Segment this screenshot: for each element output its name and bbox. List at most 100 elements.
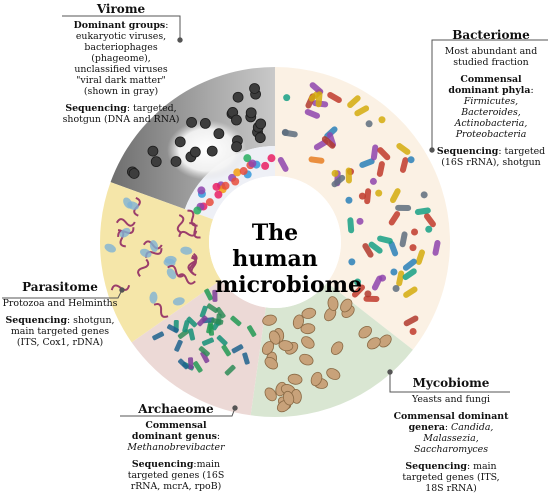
- bacterium-rod-icon: [389, 188, 401, 204]
- virus-icon: [150, 156, 162, 168]
- mycobiome-genera-sep: :: [444, 422, 452, 433]
- virus-icon: [128, 168, 140, 179]
- bacterium-rod-icon: [351, 284, 366, 298]
- archaeome-sequencing: Sequencing:main targeted genes (16S rRNA…: [120, 459, 232, 492]
- mycobiome-sequencing: Sequencing: main targeted genes (ITS, 18…: [392, 461, 510, 494]
- bacterium-coccus-icon: [379, 274, 387, 282]
- bacteriome-label-box: Bacteriome Most abundant and studied fra…: [434, 28, 548, 174]
- helminth-icon: [115, 218, 136, 227]
- bacterium-coccus-icon: [409, 244, 417, 252]
- bacteriome-callout-line: [431, 39, 548, 150]
- bacterium-rod-icon: [402, 268, 417, 281]
- yeast-cell-icon: [299, 353, 314, 366]
- archaeome-sequencing-label: Sequencing: [131, 459, 194, 470]
- archaeome-genus-label: Commensal dominant genus: [131, 420, 217, 442]
- helminth-icon: [187, 209, 198, 227]
- bacterium-rod-icon: [402, 258, 417, 271]
- center-hole: [209, 176, 341, 308]
- archaeon-icon: [188, 357, 194, 370]
- helminth-icon: [137, 258, 150, 278]
- yeast-cell-icon: [287, 373, 303, 385]
- parasitome-sequencing-label: Sequencing: [5, 315, 68, 326]
- virus-icon: [193, 206, 202, 215]
- helminth-icon: [176, 214, 185, 234]
- bacterium-rod-icon: [362, 243, 374, 258]
- virus-icon: [170, 156, 182, 167]
- bacterium-rod-icon: [315, 91, 323, 108]
- archaeon-icon: [186, 316, 198, 328]
- mycobiome-label-box: Mycobiome Yeasts and fungi Commensal dom…: [392, 376, 510, 500]
- bacterium-rod-icon: [277, 157, 289, 172]
- virus-icon: [189, 146, 201, 158]
- virus-icon: [245, 107, 257, 119]
- yeast-cell-icon: [327, 296, 339, 311]
- bacterium-rod-icon: [414, 207, 431, 216]
- mycobiome-sequencing-label: Sequencing: [405, 461, 467, 472]
- callout-lines: [2, 15, 548, 417]
- protozoan-icon: [104, 243, 116, 253]
- parasitome-sequencing: Sequencing: shotgun, main targeted genes…: [2, 315, 118, 348]
- virus-icon: [199, 117, 211, 129]
- protozoan-icon: [149, 240, 159, 252]
- yeast-cell-icon: [358, 325, 372, 339]
- archaeome-genus: Commensal dominant genus: Methanobreviba…: [120, 420, 232, 453]
- yeast-cell-icon: [264, 356, 279, 370]
- microbiome-diagram: [2, 15, 548, 417]
- bacteriome-sequencing-label: Sequencing: [436, 146, 499, 157]
- virome-dominant-text: : eukaryotic viruses, bacteriophages (ph…: [74, 20, 169, 97]
- parasitome-callout-line: [2, 289, 123, 299]
- bacterium-rod-icon: [395, 204, 412, 212]
- bacterium-coccus-icon: [369, 177, 377, 185]
- archaeon-icon: [201, 337, 215, 346]
- helminth-icon: [110, 284, 131, 291]
- archaeon-icon: [242, 352, 250, 365]
- virome-dominant-label: Dominant groups: [73, 20, 166, 31]
- virome-callout-line: [62, 15, 181, 40]
- archaeome-callout-dot: [232, 405, 238, 411]
- bacteriome-phyla-label: Commensal dominant phyla: [448, 74, 531, 96]
- bacterium-rod-icon: [304, 109, 320, 119]
- archaeon-icon: [211, 317, 224, 325]
- bacterium-coccus-icon: [392, 284, 400, 292]
- bacterium-coccus-icon: [420, 191, 428, 199]
- bacterium-rod-icon: [370, 144, 379, 161]
- bacterium-rod-icon: [403, 315, 419, 327]
- virus-icon: [243, 154, 252, 163]
- bacteriome-callout-dot: [429, 147, 435, 153]
- bacterium-coccus-icon: [409, 328, 417, 336]
- bacterium-rod-icon: [415, 249, 425, 265]
- bacterium-rod-icon: [377, 147, 391, 161]
- virus-icon: [232, 91, 244, 103]
- bacterium-rod-icon: [396, 143, 411, 155]
- archaeome-callout-line: [120, 407, 236, 417]
- protozoan-icon: [119, 227, 131, 238]
- virus-icon: [231, 114, 242, 126]
- helminth-icon: [178, 230, 198, 238]
- mycobiome-callout-line: [389, 372, 510, 393]
- archaeon-icon: [152, 331, 165, 341]
- helminth-icon: [189, 222, 201, 239]
- yeast-cell-icon: [301, 307, 317, 319]
- yeast-cell-icon: [282, 390, 295, 406]
- bacteriome-phyla-sep: :: [530, 85, 534, 96]
- virome-dominant: Dominant groups: eukaryotic viruses, bac…: [62, 20, 180, 97]
- bacterium-coccus-icon: [331, 169, 339, 177]
- helminth-icon: [167, 264, 185, 278]
- bacterium-coccus-icon: [365, 120, 373, 128]
- bacterium-rod-icon: [281, 129, 298, 138]
- protozoan-icon: [164, 255, 177, 264]
- yeast-cell-icon: [264, 387, 277, 402]
- virome-sequencing-label: Sequencing: [65, 103, 127, 114]
- bacterium-rod-icon: [347, 95, 361, 108]
- center-title-line1: The human: [232, 220, 318, 272]
- yeast-cell-icon: [261, 341, 275, 355]
- bacterium-rod-icon: [321, 136, 336, 149]
- yeast-cell-icon: [278, 340, 294, 352]
- virus-icon: [205, 198, 214, 207]
- bacterium-coccus-icon: [411, 228, 419, 236]
- archaeon-icon: [198, 346, 210, 357]
- archaeon-icon: [204, 288, 214, 301]
- archaeon-icon: [231, 344, 244, 354]
- archaeon-icon: [208, 323, 215, 336]
- parasitome-title: Parasitome: [22, 280, 98, 294]
